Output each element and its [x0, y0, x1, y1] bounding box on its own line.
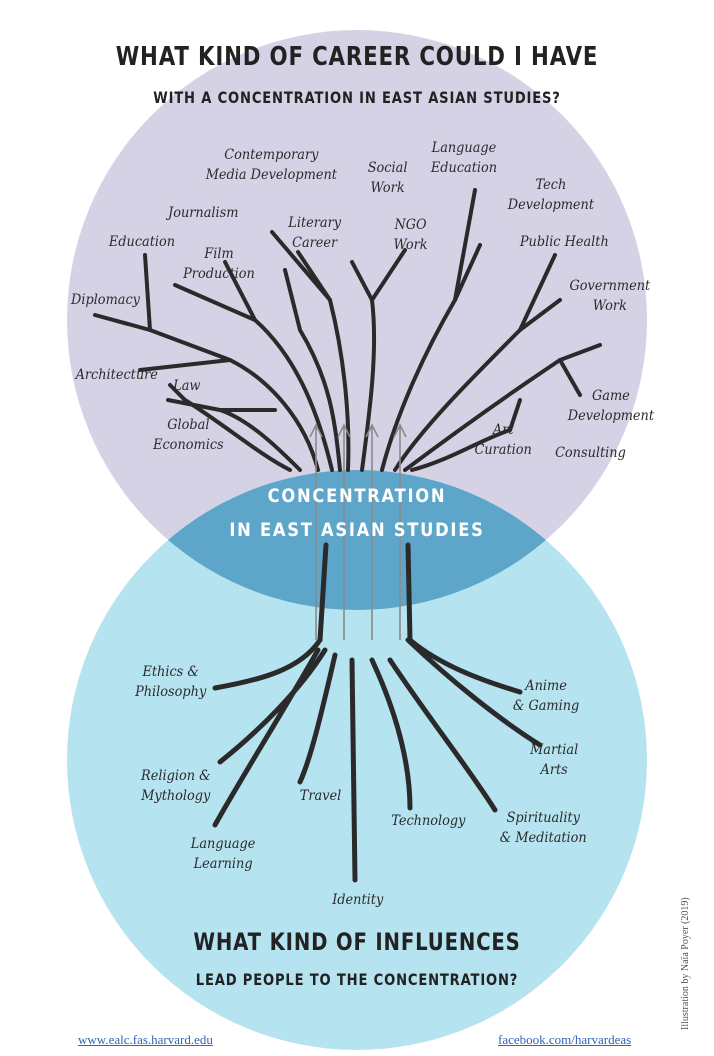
influence-root [349, 657, 358, 883]
career-label: Architecture [75, 367, 158, 383]
influence-label: Travel [299, 788, 342, 804]
career-label: Consulting [555, 445, 626, 461]
career-branch [143, 253, 152, 332]
career-branch [393, 298, 562, 472]
influence-label: Technology [391, 813, 466, 829]
career-label: Public Health [519, 234, 609, 250]
growth-arrow [337, 423, 351, 640]
career-branch [173, 283, 334, 472]
growth-arrow [365, 423, 379, 640]
influence-root [387, 657, 498, 813]
influence-label: Ethics & Philosophy [135, 664, 207, 700]
career-label: Art Curation [474, 422, 532, 458]
career-branch [296, 250, 332, 302]
influence-root [217, 647, 328, 765]
influence-label: Identity [332, 892, 384, 908]
career-label: Literary Career [288, 215, 342, 251]
website-link[interactable]: www.ealc.fas.harvard.edu [78, 1032, 213, 1047]
influence-root [369, 657, 413, 811]
influence-circle [67, 470, 647, 1050]
career-branch [168, 383, 292, 472]
influence-root [212, 542, 329, 691]
facebook-link[interactable]: facebook.com/harvardeas [498, 1032, 632, 1047]
career-question-subtitle: WITH A CONCENTRATION IN EAST ASIAN STUDI… [153, 88, 561, 107]
influence-label: Religion & Mythology [141, 768, 211, 804]
influence-root [297, 652, 338, 785]
career-branch [283, 268, 342, 472]
influence-label: Anime & Gaming [512, 678, 580, 714]
career-branch [380, 243, 482, 472]
career-branch [93, 313, 152, 332]
career-label: Tech Development [507, 177, 595, 213]
career-label: Journalism [168, 205, 239, 221]
career-branch [403, 343, 602, 472]
career-label: NGO Work [393, 217, 428, 253]
career-circle [67, 30, 647, 610]
career-branch [148, 328, 320, 472]
career-branch [350, 260, 377, 472]
influence-label: Language Learning [190, 836, 256, 872]
career-label: Language Education [430, 140, 498, 176]
growth-arrow [309, 423, 323, 640]
career-branch [453, 188, 477, 302]
career-label: Law [173, 378, 201, 394]
career-label: Education [108, 234, 176, 250]
tree-arrows [309, 423, 407, 640]
career-label: Game Development [567, 388, 655, 424]
career-question-title: WHAT KIND OF CAREER COULD I HAVE [115, 42, 599, 72]
influence-label: Martial Arts [530, 742, 579, 778]
influence-question-title: WHAT KIND OF INFLUENCES [193, 928, 521, 956]
tree-branches [93, 188, 602, 883]
influence-root [212, 647, 321, 828]
career-label: Film Production [183, 246, 255, 282]
career-label: Government Work [569, 278, 651, 314]
career-label: Social Work [367, 160, 408, 196]
career-branch [223, 260, 257, 322]
influence-root [405, 637, 543, 748]
career-branch [138, 358, 232, 372]
career-label: Contemporary Media Development [205, 147, 337, 183]
career-branch [270, 230, 351, 472]
influence-question-subtitle: LEAD PEOPLE TO THE CONCENTRATION? [195, 970, 519, 989]
concentration-sublabel: IN EAST ASIAN STUDIES [229, 519, 485, 541]
growth-arrow [393, 423, 407, 640]
illustration-credit: Illustration by Naïa Poyer (2019) [680, 897, 691, 1030]
influence-label: Spirituality & Meditation [499, 810, 587, 846]
career-branch [558, 358, 582, 397]
career-label: Global Economics [153, 417, 224, 453]
career-branch [370, 248, 407, 302]
career-label: Diplomacy [70, 292, 140, 308]
career-branch [518, 253, 557, 332]
concentration-label: CONCENTRATION [267, 485, 447, 507]
career-branch [410, 398, 522, 472]
